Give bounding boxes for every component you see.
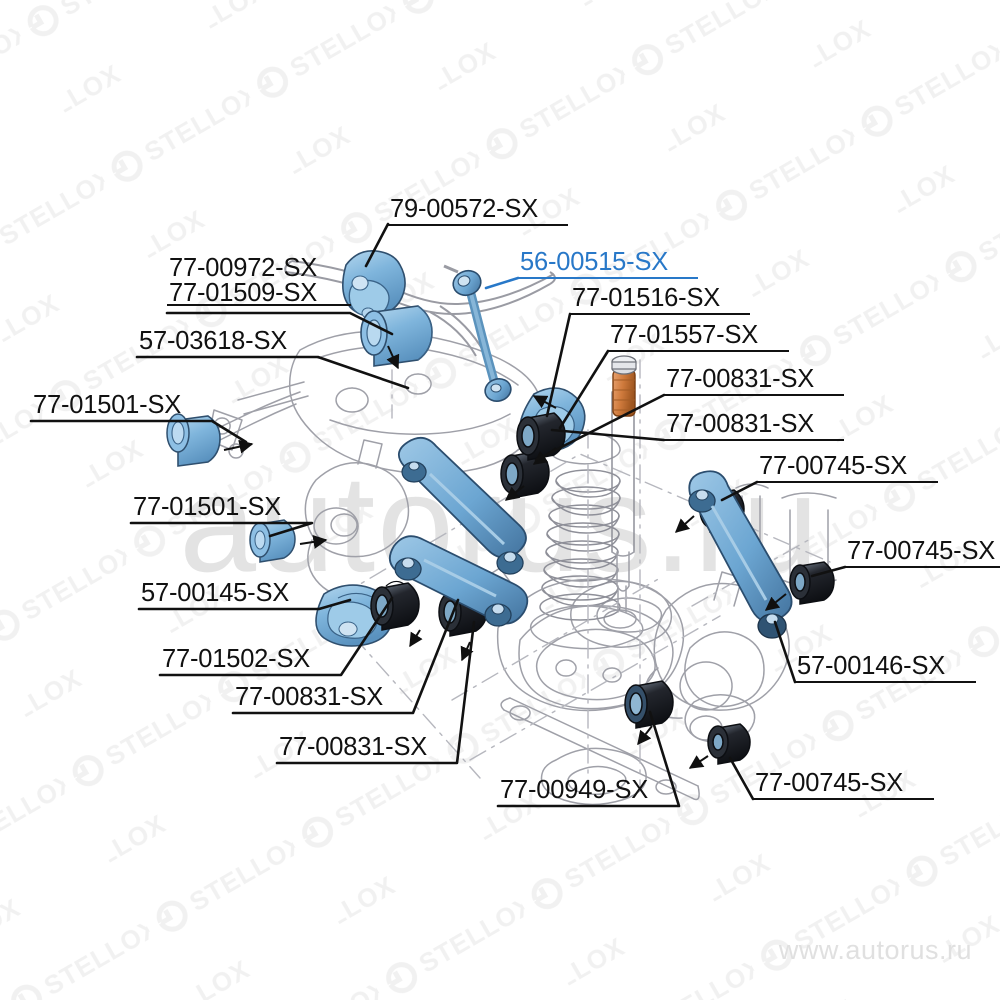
part-label-57-00146-sx[interactable]: 57-00146-SX xyxy=(795,653,976,683)
part-77-01557 xyxy=(611,355,637,417)
label-underline xyxy=(233,711,413,714)
part-label-77-00745-sx[interactable]: 77-00745-SX xyxy=(845,538,1000,568)
label-underline xyxy=(845,565,1000,568)
part-code-text: 57-00146-SX xyxy=(797,652,946,680)
part-code-text: 57-00145-SX xyxy=(141,579,290,607)
part-code-text: 77-00745-SX xyxy=(847,537,996,565)
part-code-text: 77-00831-SX xyxy=(279,733,428,761)
part-code-text: 77-00745-SX xyxy=(755,769,904,797)
part-label-77-00831-sx[interactable]: 77-00831-SX xyxy=(233,684,413,714)
part-77-00745-c xyxy=(707,723,751,765)
part-label-79-00572-sx[interactable]: 79-00572-SX xyxy=(388,196,568,226)
part-label-77-01502-sx[interactable]: 77-01502-SX xyxy=(160,646,341,676)
part-code-text: 77-00745-SX xyxy=(759,452,908,480)
part-code-text: 77-01516-SX xyxy=(572,284,721,312)
part-label-77-00831-sx[interactable]: 77-00831-SX xyxy=(664,411,844,441)
label-underline xyxy=(31,419,212,422)
part-code-text: 77-01557-SX xyxy=(610,321,759,349)
part-label-77-00745-sx[interactable]: 77-00745-SX xyxy=(753,770,934,800)
label-underline xyxy=(757,480,938,483)
part-77-01502 xyxy=(385,580,405,587)
part-label-77-00949-sx[interactable]: 77-00949-SX xyxy=(498,777,679,807)
part-77-01509 xyxy=(360,305,433,367)
label-underline xyxy=(160,673,341,676)
label-underline xyxy=(608,349,789,352)
part-label-77-01516-sx[interactable]: 77-01516-SX xyxy=(570,285,750,315)
part-upper-arm-left xyxy=(398,436,527,575)
part-56-00515 xyxy=(443,264,512,402)
label-underline xyxy=(498,804,679,807)
part-label-77-01557-sx[interactable]: 77-01557-SX xyxy=(608,322,789,352)
label-underline xyxy=(277,761,457,764)
part-label-56-00515-sx[interactable]: 56-00515-SX xyxy=(518,249,698,279)
part-code-text: 77-00831-SX xyxy=(666,410,815,438)
part-code-text: 77-01502-SX xyxy=(162,645,311,673)
part-code-text: 77-00949-SX xyxy=(500,776,649,804)
part-label-57-00145-sx[interactable]: 57-00145-SX xyxy=(139,580,319,610)
part-label-77-00831-sx[interactable]: 77-00831-SX xyxy=(664,366,844,396)
part-77-00949 xyxy=(624,680,674,729)
part-79-00572 xyxy=(342,249,406,319)
label-underline xyxy=(167,304,351,307)
label-underline xyxy=(664,438,844,441)
part-label-57-03618-sx[interactable]: 57-03618-SX xyxy=(137,328,318,358)
part-code-text: 56-00515-SX xyxy=(520,248,669,276)
part-lower-arm-left xyxy=(388,535,529,627)
part-code-text: 77-00831-SX xyxy=(666,365,815,393)
label-underline xyxy=(518,276,698,279)
part-77-00831-c xyxy=(370,582,420,631)
part-57-03618 xyxy=(166,413,221,467)
part-code-text: 79-00572-SX xyxy=(390,195,539,223)
part-label-77-00745-sx[interactable]: 77-00745-SX xyxy=(757,453,938,483)
part-57-00146 xyxy=(688,470,793,639)
label-underline xyxy=(570,312,750,315)
part-77-00745-b xyxy=(789,561,835,605)
part-code-text-secondary: 77-01509-SX xyxy=(169,278,318,307)
part-77-01501-b xyxy=(249,519,296,563)
label-underline xyxy=(139,607,319,610)
part-label-77-01501-sx[interactable]: 77-01501-SX xyxy=(31,392,212,422)
label-underline xyxy=(753,797,934,800)
part-code-text: 77-01501-SX xyxy=(33,391,182,419)
label-underline xyxy=(795,680,976,683)
part-label-77-01501-sx[interactable]: 77-01501-SX xyxy=(131,494,312,524)
part-77-00831-b xyxy=(516,412,566,461)
part-label-77-00831-sx[interactable]: 77-00831-SX xyxy=(277,734,457,764)
label-underline xyxy=(388,223,568,226)
part-code-text: 77-01501-SX xyxy=(133,493,282,521)
label-underline xyxy=(131,521,312,524)
part-code-text: 77-00831-SX xyxy=(235,683,384,711)
label-underline xyxy=(137,355,318,358)
label-underline xyxy=(664,393,844,396)
part-code-text: 57-03618-SX xyxy=(139,327,288,355)
part-code-text: 77-00972-SX xyxy=(169,254,318,282)
